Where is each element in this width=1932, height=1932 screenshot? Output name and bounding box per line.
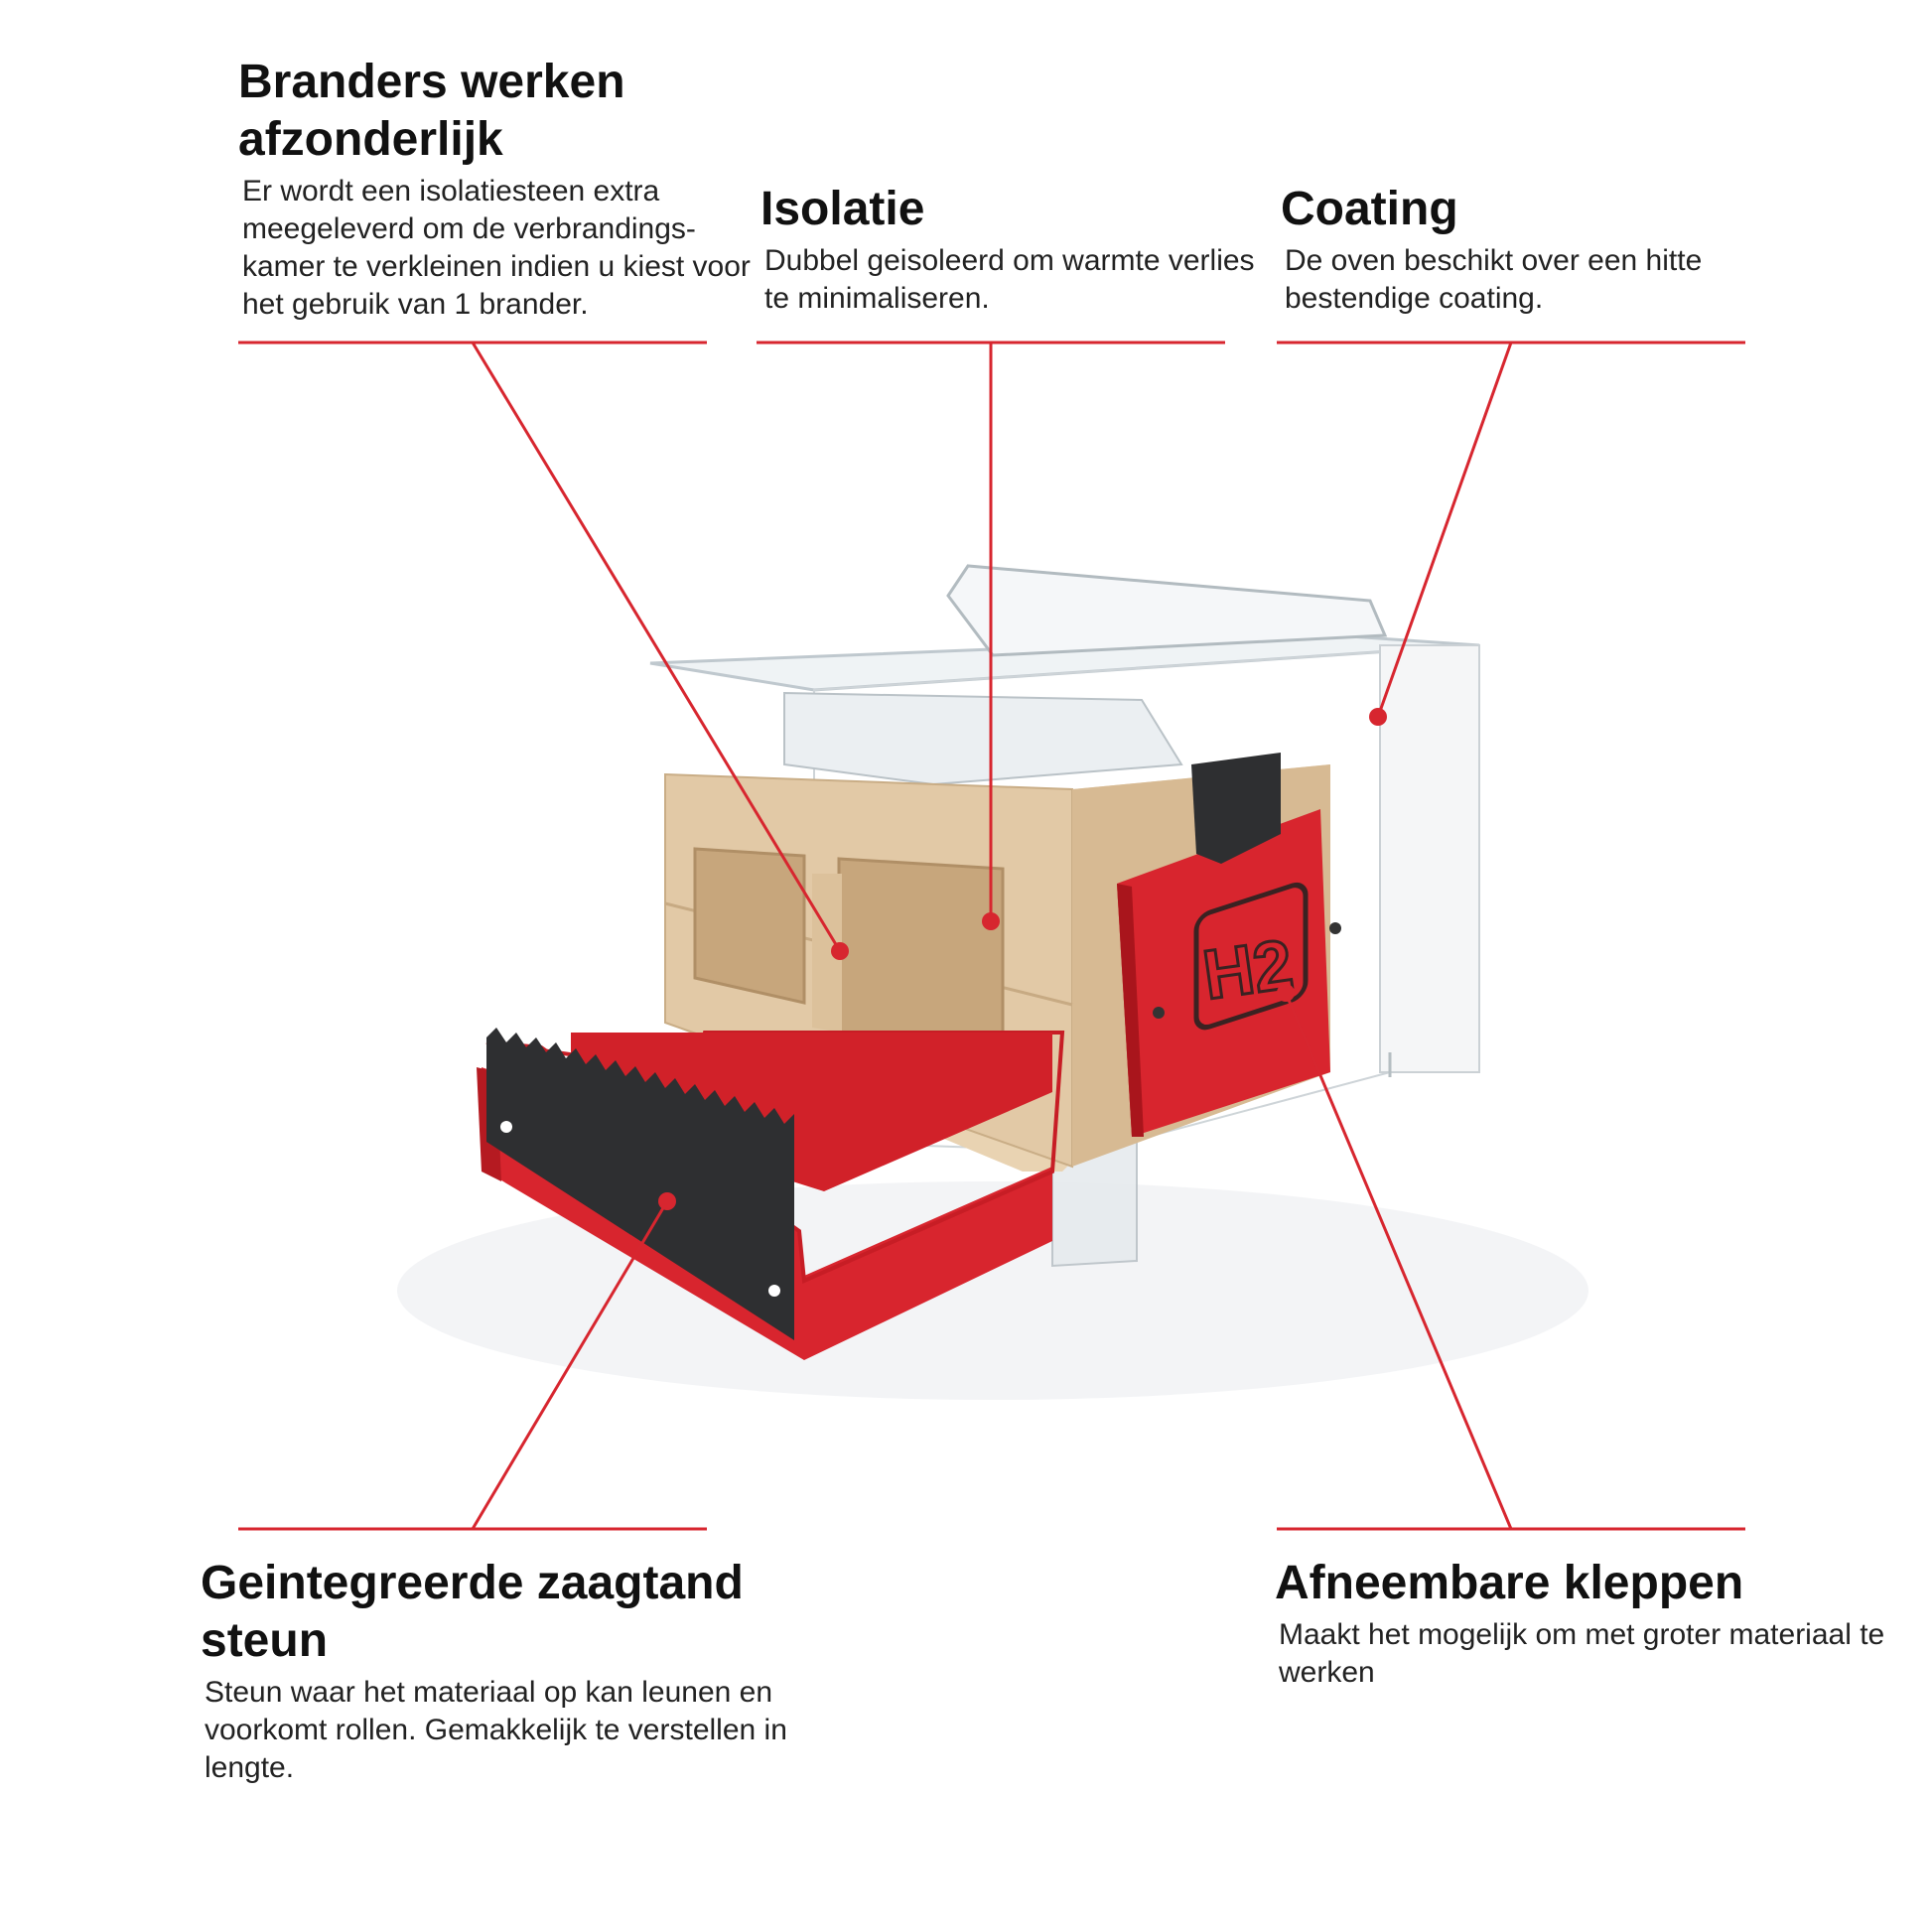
- callout-kleppen: Afneembare kleppen Maakt het mogelijk om…: [1275, 1555, 1890, 1692]
- callout-zaagtand: Geintegreerde zaagtand steun Steun waar …: [201, 1555, 816, 1787]
- glass-housing: [649, 564, 1480, 1268]
- marker-isolatie: [982, 912, 1000, 930]
- callout-text: Dubbel geisoleerd om warmte verlies te m…: [764, 244, 1255, 315]
- callout-branders: Branders werken afzonderlijk Er wordt ee…: [238, 54, 755, 324]
- marker-branders: [831, 942, 849, 960]
- marker-zaagtand: [658, 1192, 676, 1210]
- callout-title: Coating: [1281, 183, 1458, 235]
- callout-title: Branders werken afzonderlijk: [238, 56, 625, 166]
- marker-dots: [658, 708, 1387, 1210]
- callout-title: Geintegreerde zaagtand steun: [201, 1557, 744, 1667]
- leader-lines: [238, 341, 1745, 1531]
- marker-coating: [1369, 708, 1387, 726]
- callout-title: Afneembare kleppen: [1275, 1557, 1744, 1609]
- sawtooth-support: [477, 1028, 1065, 1360]
- marker-kleppen: [1277, 984, 1295, 1002]
- callout-text: De oven beschikt over een hitte bestendi…: [1285, 244, 1703, 315]
- callout-isolatie: Isolatie Dubbel geisoleerd om warmte ver…: [760, 181, 1277, 318]
- callout-text: Steun waar het materiaal op kan leunen e…: [205, 1676, 787, 1784]
- callout-coating: Coating De oven beschikt over een hitte …: [1281, 181, 1797, 318]
- callout-title: Isolatie: [760, 183, 925, 235]
- callout-text: Maakt het mogelijk om met groter materia…: [1279, 1618, 1885, 1689]
- removable-door: H2: [1117, 753, 1341, 1137]
- callout-text: Er wordt een isolatiesteen extra meegele…: [242, 175, 751, 321]
